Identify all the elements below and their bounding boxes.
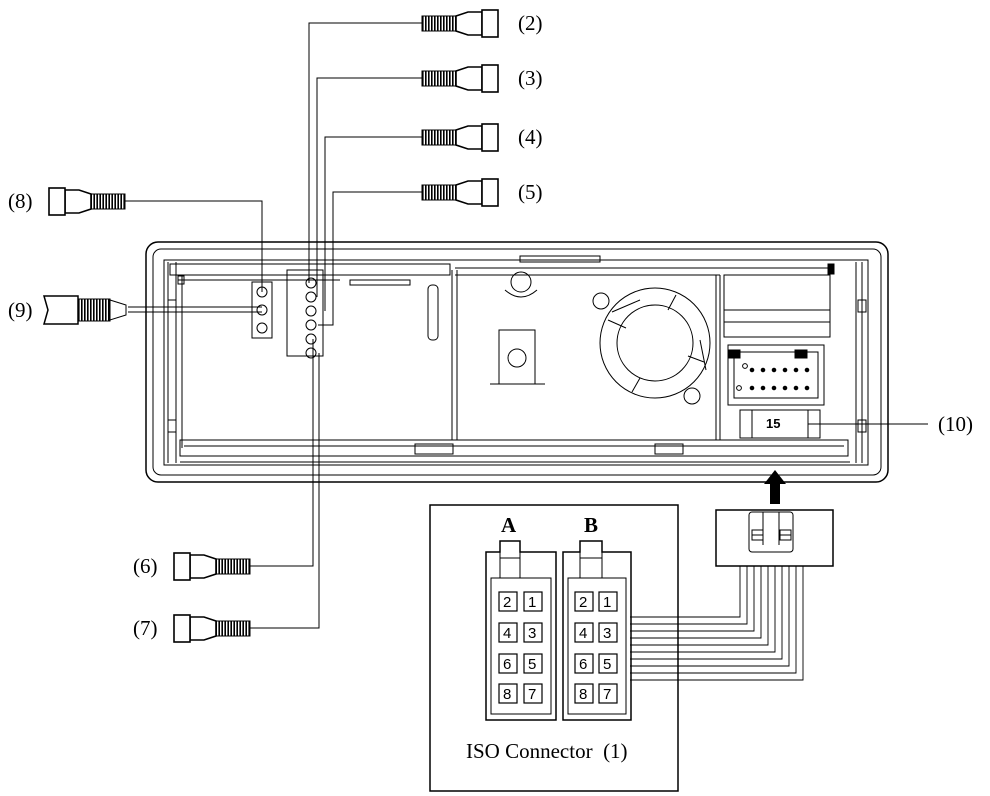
pin-a-label: 2 [503, 594, 511, 611]
callout-2: (2) [518, 11, 543, 35]
pin-b-label: 8 [579, 686, 587, 703]
pin-b-label: 4 [579, 625, 587, 642]
callout-4: (4) [518, 125, 543, 149]
pin-a-label: 4 [503, 625, 511, 642]
block-a-label: A [501, 513, 517, 537]
pin-b-label: 6 [579, 656, 587, 673]
block-b-label: B [584, 513, 598, 537]
pin-a-label: 7 [528, 686, 536, 703]
rca-connector-8 [48, 187, 126, 216]
pin-a-label: 8 [503, 686, 511, 703]
block-a-pin-grid [498, 591, 543, 704]
pin-b-label: 1 [603, 594, 611, 611]
jack-panel-rca [286, 269, 324, 359]
rca-connector-2 [421, 9, 499, 38]
iso-connector-box [429, 504, 679, 792]
pin-b-label: 2 [579, 594, 587, 611]
insert-arrow-icon [764, 470, 786, 504]
pin-a-label: 1 [528, 594, 536, 611]
callout-10: (10) [938, 412, 973, 436]
iso-harness-wires [630, 566, 804, 681]
pin-b-label: 7 [603, 686, 611, 703]
rca-connector-4 [421, 123, 499, 152]
callout-7: (7) [133, 616, 158, 640]
socket-number: 15 [766, 416, 780, 431]
pin-a-label: 5 [528, 656, 536, 673]
iso-plug [715, 509, 834, 567]
rca-connector-5 [421, 178, 499, 207]
iso-connector-caption: ISO Connector (1) [466, 739, 628, 763]
rca-connector-6 [173, 552, 251, 581]
callout-6: (6) [133, 554, 158, 578]
callout-3: (3) [518, 66, 543, 90]
cooling-fan [592, 287, 711, 405]
pin-a-label: 6 [503, 656, 511, 673]
pin-b-label: 3 [603, 625, 611, 642]
callout-5: (5) [518, 180, 543, 204]
iso-socket-block [723, 274, 831, 439]
rca-connector-3 [421, 64, 499, 93]
block-b-pin-grid [574, 591, 618, 704]
rca-wires [125, 22, 422, 629]
radio-chassis [145, 241, 889, 483]
antenna-plug-9 [43, 295, 127, 325]
rca-connector-7 [173, 614, 251, 643]
pin-a-label: 3 [528, 625, 536, 642]
pin-b-label: 5 [603, 656, 611, 673]
callout-8: (8) [8, 189, 33, 213]
callout-9: (9) [8, 298, 33, 322]
